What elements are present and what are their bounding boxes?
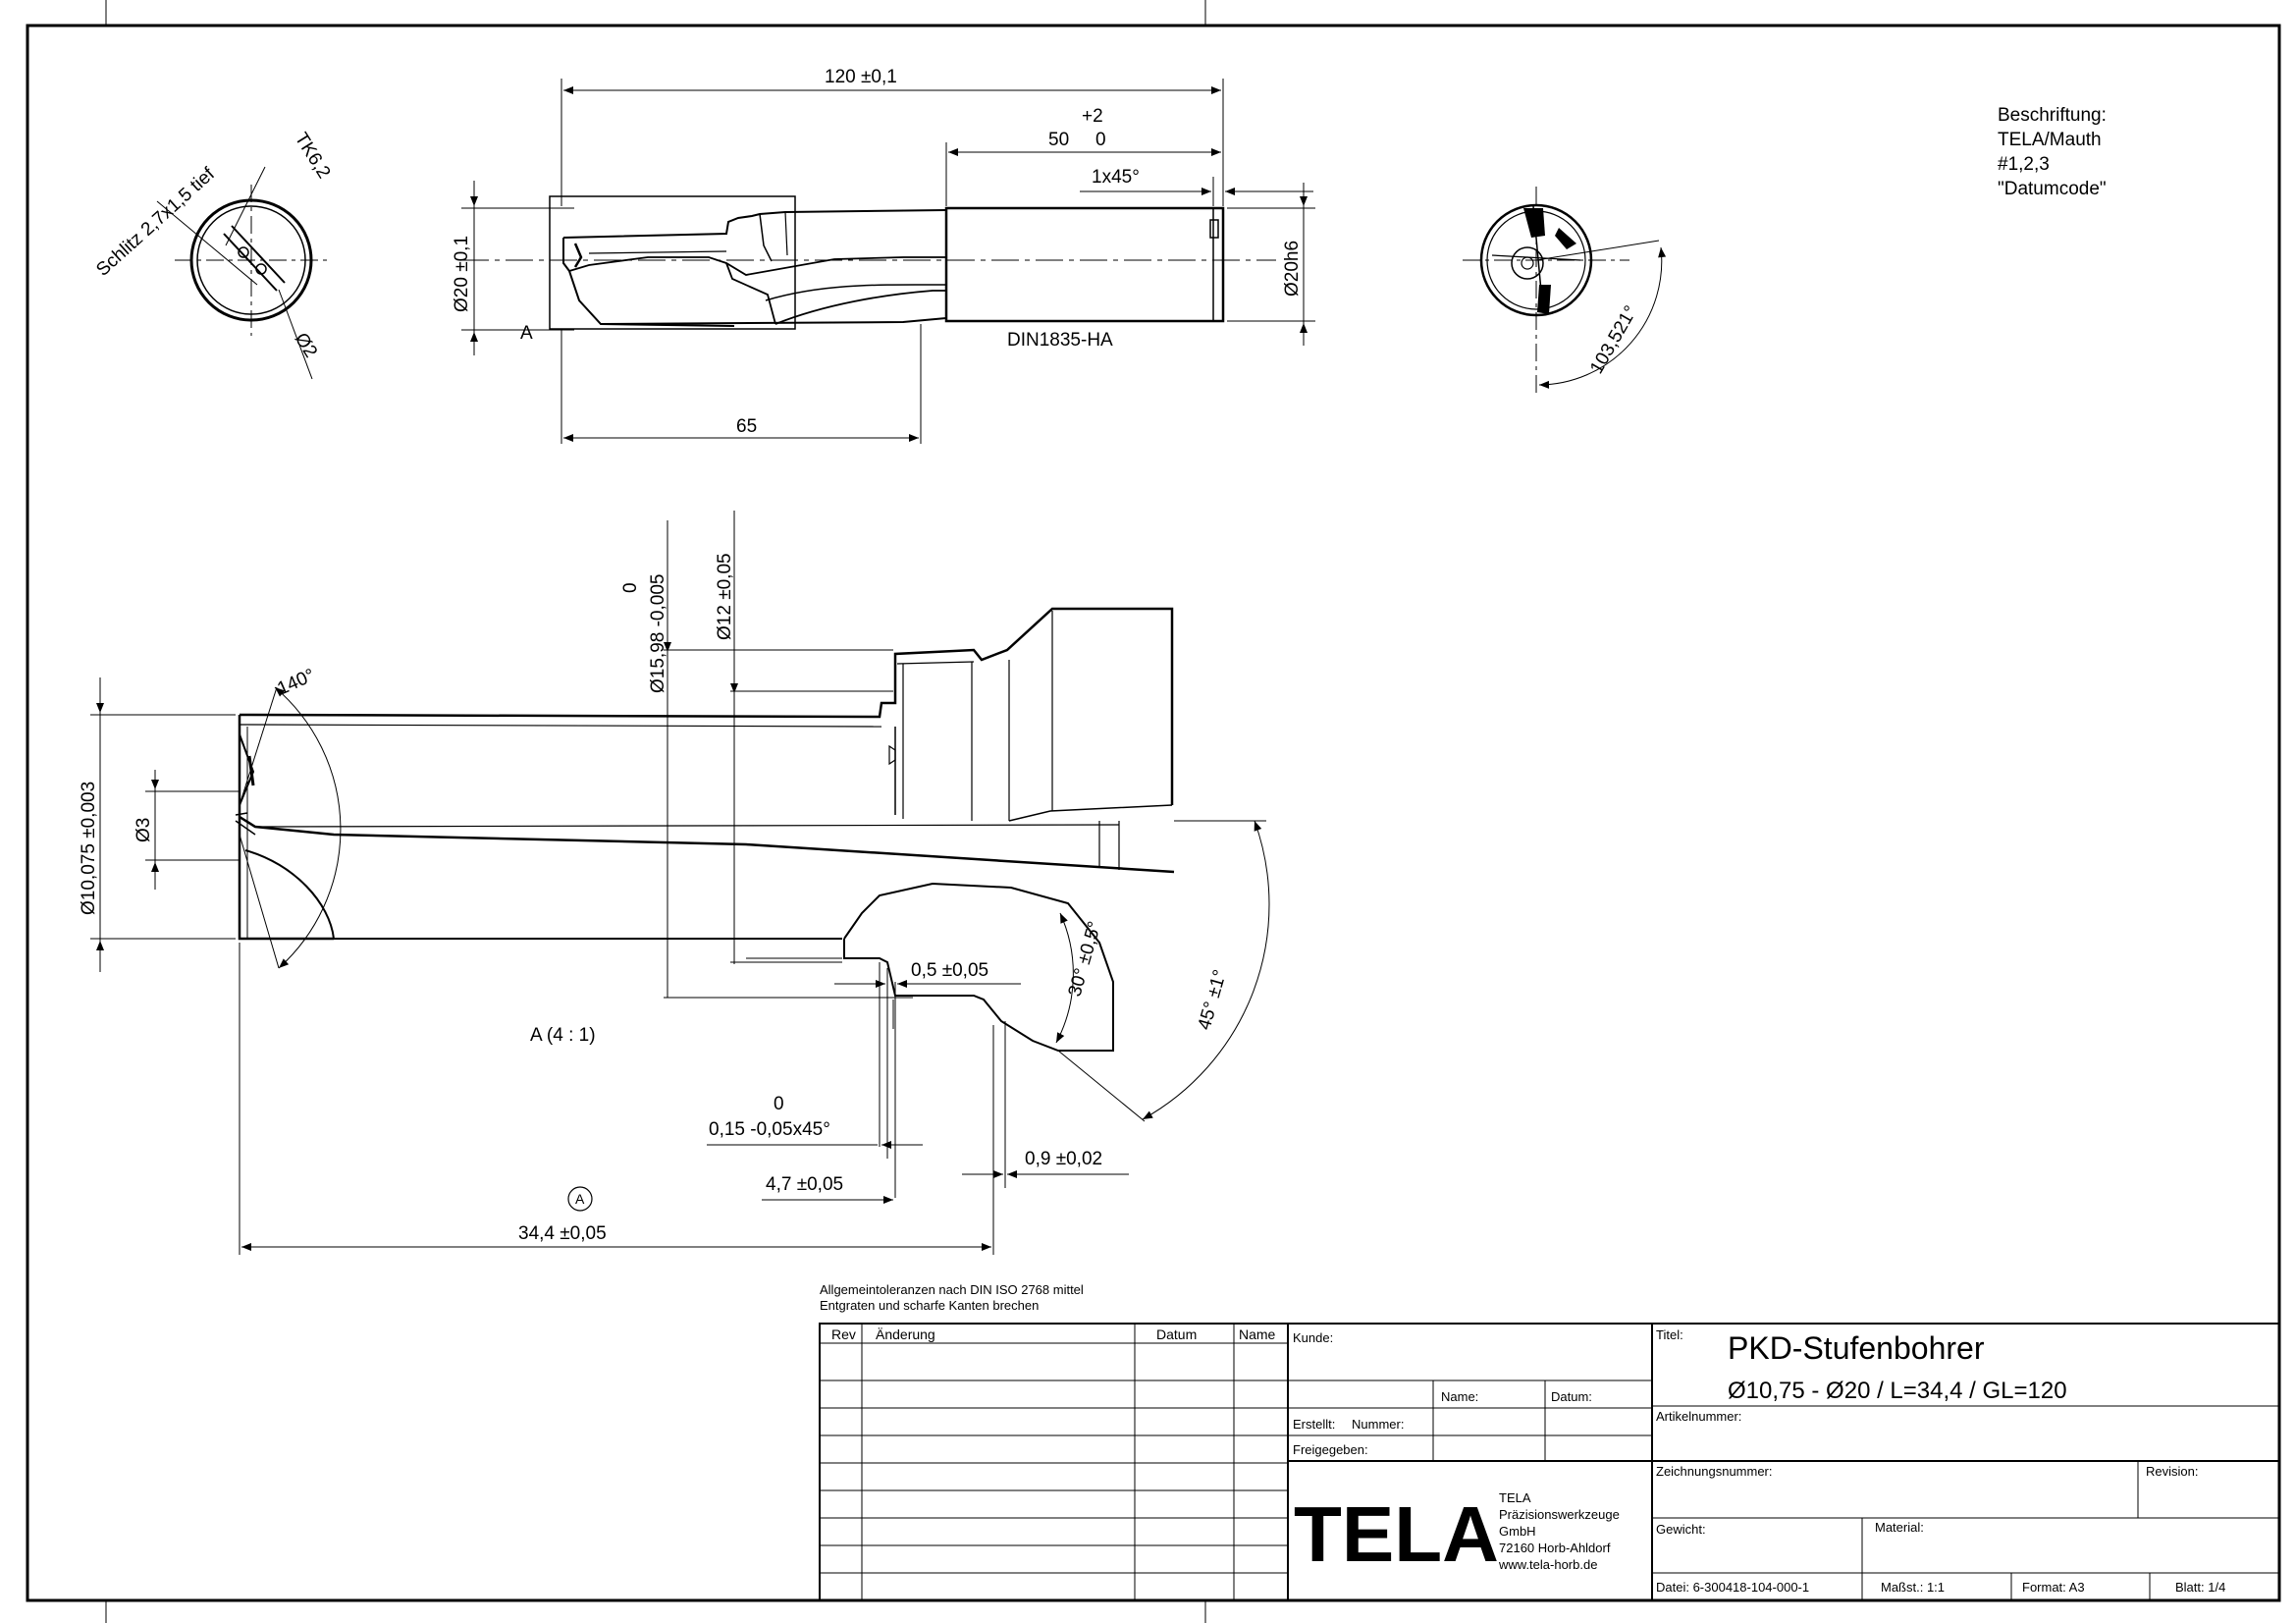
deburr-note: Entgraten und scharfe Kanten brechen: [820, 1298, 1039, 1313]
edge-chamfer-tol: 0: [774, 1094, 784, 1114]
file-label: Datei: 6-300418-104-000-1: [1656, 1580, 1809, 1595]
format-label: Format: A3: [2022, 1580, 2085, 1595]
rev-header-name: Name: [1239, 1326, 1276, 1342]
pitch-circle-label: TK6,2: [291, 130, 335, 183]
inner-dia-dim: Ø12 ±0,05: [715, 553, 735, 640]
groove-width-dim: 0,5 ±0,05: [911, 960, 988, 981]
side-view-dimensions: [461, 79, 1315, 444]
rev-header-rev: Rev: [831, 1326, 856, 1342]
cut-length-dim: 65: [736, 416, 757, 437]
angle-30-dim: 30° ±0,5°: [1065, 919, 1106, 999]
shank-length-tol-lower: 0: [1095, 130, 1106, 150]
len-344-dim: 34,4 ±0,05: [518, 1223, 607, 1244]
material-label: Material:: [1875, 1520, 1924, 1535]
rev-header-change: Änderung: [876, 1326, 935, 1342]
edge-chamfer-dim: 0,15 -0,05x45°: [709, 1119, 830, 1140]
customer-label: Kunde:: [1293, 1330, 1333, 1345]
pilot-dia-dim: Ø3: [133, 818, 154, 842]
svg-text:Beschriftung:: Beschriftung:: [1998, 105, 2107, 126]
revision-label: Revision:: [2146, 1464, 2198, 1479]
len-47-dim: 4,7 ±0,05: [766, 1174, 843, 1195]
rev-header-date: Datum: [1156, 1326, 1197, 1342]
detail-a-marker: A: [520, 323, 533, 344]
slot-label: Schlitz 2,7x1,5 tief: [92, 163, 219, 280]
svg-text:TELA: TELA: [1499, 1490, 1531, 1505]
overall-length-dim: 120 ±0,1: [825, 67, 897, 87]
svg-text:Präzisionswerkzeuge: Präzisionswerkzeuge: [1499, 1507, 1620, 1522]
labeling-note: Beschriftung: TELA/Mauth #1,2,3 "Datumco…: [1998, 105, 2107, 199]
name-label: Name:: [1441, 1389, 1478, 1404]
width-09-dim: 0,9 ±0,02: [1025, 1149, 1102, 1169]
svg-text:TELA/Mauth: TELA/Mauth: [1998, 130, 2102, 150]
chamfer-dim: 1x45°: [1092, 167, 1140, 188]
svg-text:72160 Horb-Ahldorf: 72160 Horb-Ahldorf: [1499, 1541, 1611, 1555]
detail-a-dimensions: [90, 511, 1270, 1255]
datum-a-label: A: [575, 1191, 585, 1207]
company-address: TELA Präzisionswerkzeuge GmbH 72160 Horb…: [1498, 1490, 1620, 1572]
svg-text:GmbH: GmbH: [1499, 1524, 1536, 1539]
angle-45-dim: 45° ±1°: [1195, 967, 1231, 1032]
step-dia-dim: Ø15,98 -0,005: [648, 574, 668, 693]
svg-text:"Datumcode": "Datumcode": [1998, 179, 2107, 199]
number-label: Nummer:: [1352, 1417, 1404, 1432]
point-angle-dim: 140°: [274, 665, 317, 699]
released-label: Freigegeben:: [1293, 1442, 1368, 1457]
cut-dia-dim: Ø10,075 ±0,003: [79, 782, 99, 915]
side-view: [461, 195, 1276, 330]
date-label: Datum:: [1551, 1389, 1592, 1404]
weight-label: Gewicht:: [1656, 1522, 1706, 1537]
article-label: Artikelnummer:: [1656, 1409, 1741, 1424]
end-view-right: [1463, 187, 1667, 393]
end-view-left: [156, 166, 328, 380]
detail-a-view: [235, 607, 1175, 1052]
sheet-label: Blatt: 1/4: [2175, 1580, 2225, 1595]
end-view-right-blades: [1523, 208, 1576, 314]
created-label: Erstellt:: [1293, 1417, 1335, 1432]
drawing-title: PKD-Stufenbohrer: [1728, 1330, 1985, 1366]
drawing-no-label: Zeichnungsnummer:: [1656, 1464, 1773, 1479]
general-tolerance-note: Allgemeintoleranzen nach DIN ISO 2768 mi…: [820, 1282, 1084, 1297]
detail-scale-label: A (4 : 1): [530, 1025, 596, 1046]
shank-length-dim: 50: [1048, 130, 1069, 150]
step-dia-tol: 0: [620, 582, 641, 593]
svg-text:#1,2,3: #1,2,3: [1998, 154, 2050, 175]
shank-dia-dim: Ø20h6: [1282, 241, 1303, 297]
shank-standard-label: DIN1835-HA: [1007, 330, 1113, 351]
company-logo: TELA: [1294, 1490, 1499, 1578]
title-label: Titel:: [1656, 1327, 1683, 1342]
scale-label: Maßst.: 1:1: [1881, 1580, 1945, 1595]
shank-length-tol-upper: +2: [1082, 106, 1103, 127]
svg-text:www.tela-horb.de: www.tela-horb.de: [1498, 1557, 1597, 1572]
drawing-subtitle: Ø10,75 - Ø20 / L=34,4 / GL=120: [1728, 1378, 2067, 1404]
head-dia-dim: Ø20 ±0,1: [452, 236, 472, 312]
title-block: [819, 1323, 2280, 1601]
